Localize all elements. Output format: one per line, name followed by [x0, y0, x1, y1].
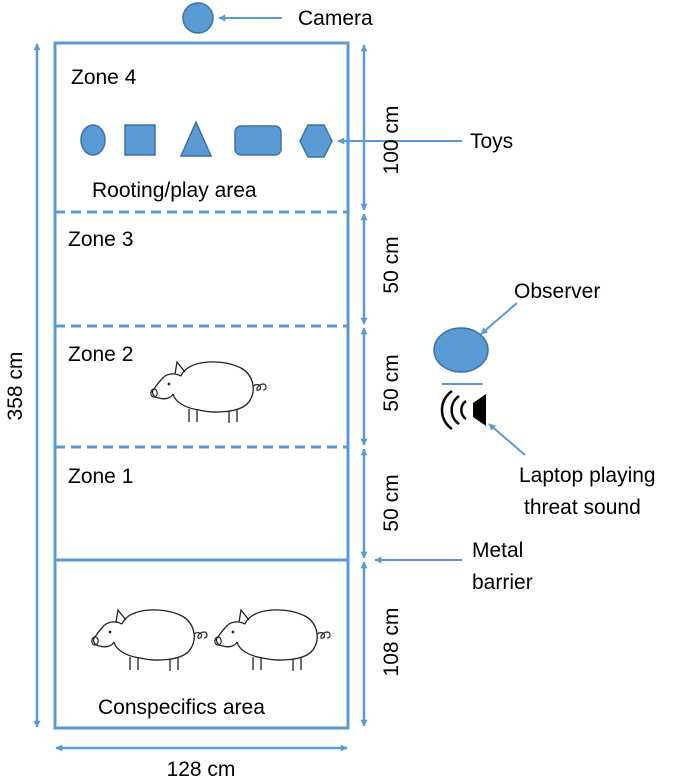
zone2-length-label: 50 cm	[380, 354, 403, 411]
zone3-length-label: 50 cm	[380, 236, 403, 293]
rooting-area-label: Rooting/play area	[92, 179, 257, 202]
zone-3-label: Zone 3	[68, 228, 133, 251]
hexagon-icon	[299, 124, 333, 158]
conspecifics-area-label: Conspecifics area	[98, 696, 265, 719]
circle-icon	[80, 124, 106, 156]
pen-outline	[53, 41, 350, 730]
zone-2-label: Zone 2	[68, 343, 133, 366]
zone1-length-label: 50 cm	[380, 474, 403, 531]
observer-icon	[433, 327, 489, 373]
barrier-label-line2: barrier	[472, 571, 533, 594]
pig-icon	[150, 361, 267, 424]
zone-1-label: Zone 1	[68, 465, 133, 488]
rounded-rectangle-icon	[234, 125, 282, 156]
laptop-label-line2: threat sound	[524, 496, 641, 519]
camera-label: Camera	[298, 7, 373, 30]
pig-icon	[214, 609, 331, 672]
observer-label: Observer	[514, 280, 600, 303]
laptop-arrow	[488, 423, 526, 456]
width-label: 128 cm	[167, 758, 236, 781]
toys-label: Toys	[470, 130, 513, 153]
conspecifics-length-label: 108 cm	[380, 608, 403, 677]
laptop-label-line1: Laptop playing	[519, 464, 656, 487]
pig-icon	[91, 609, 208, 672]
zone-4-label: Zone 4	[71, 66, 137, 89]
square-icon	[124, 124, 156, 156]
speaker-icon	[440, 389, 486, 431]
triangle-icon	[179, 120, 213, 157]
barrier-label-line1: Metal	[472, 539, 523, 562]
observer-arrow	[480, 302, 518, 335]
camera-icon	[182, 2, 214, 34]
zone4-length-label: 100 cm	[380, 106, 403, 175]
total-length-label: 358 cm	[4, 352, 27, 421]
